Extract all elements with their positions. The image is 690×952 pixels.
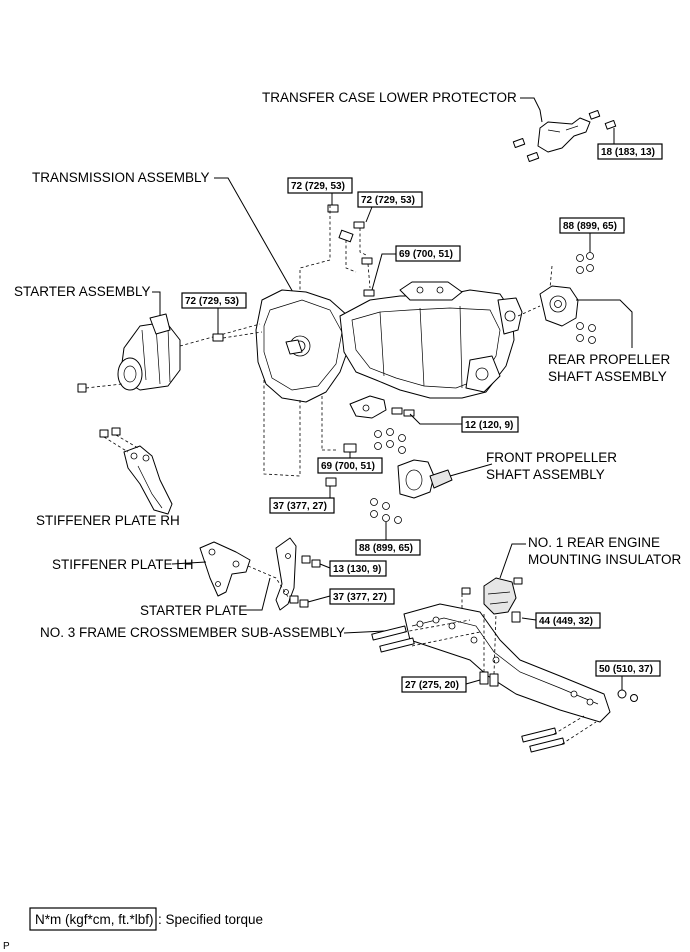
torque-44: 44 (449, 32) [521, 612, 601, 629]
front-propeller-label-2: SHAFT ASSEMBLY [486, 467, 605, 482]
torque-72-c: 72 (729, 53) [181, 292, 263, 342]
stiffener-plate-lh-label: STIFFENER PLATE LH [52, 557, 194, 572]
torque-69-a-text: 69 (700, 51) [399, 249, 453, 260]
starter-plate-drawing [247, 537, 321, 611]
transmission-bolts [299, 204, 375, 297]
no1-rear-engine-label-1: NO. 1 REAR ENGINE [528, 535, 660, 550]
torque-88-b-text: 88 (899, 65) [359, 543, 413, 554]
starter-assembly-drawing [77, 313, 261, 393]
torque-72-a: 72 (729, 53) [287, 177, 353, 205]
stiffener-plate-rh-label: STIFFENER PLATE RH [36, 513, 180, 528]
torque-88-b: 88 (899, 65) [355, 522, 421, 556]
torque-72-c-text: 72 (729, 53) [185, 296, 239, 307]
torque-37-b: 37 (377, 27) [307, 588, 395, 605]
torque-27-text: 27 (275, 20) [405, 680, 459, 691]
front-propeller-label-1: FRONT PROPELLER [486, 450, 617, 465]
legend-description-text: : Specified torque [158, 912, 263, 927]
torque-72-a-text: 72 (729, 53) [291, 181, 345, 192]
stiffener-plate-lh-drawing [199, 541, 251, 597]
mounting-insulator-drawing [461, 577, 523, 623]
torque-69-b-text: 69 (700, 51) [321, 461, 375, 472]
torque-18-text: 18 (183, 13) [601, 147, 655, 158]
transfer-case-lower-protector-drawing [512, 97, 617, 163]
torque-37-a-text: 37 (377, 27) [273, 501, 327, 512]
torque-legend: N*m (kgf*cm, ft.*lbf) : Specified torque [29, 907, 263, 931]
torque-50: 50 (510, 37) [595, 660, 661, 690]
rear-propeller-label-2: SHAFT ASSEMBLY [548, 369, 667, 384]
starter-plate-label: STARTER PLATE [140, 603, 247, 618]
no1-rear-engine-label-2: MOUNTING INSULATOR [528, 552, 682, 567]
rear-propeller-label-1: REAR PROPELLER [548, 352, 671, 367]
no3-frame-crossmember-label: NO. 3 FRAME CROSSMEMBER SUB-ASSEMBLY [40, 625, 345, 640]
transmission-assembly-drawing [255, 281, 523, 403]
front-propeller-drawing [370, 428, 493, 524]
torque-18: 18 (183, 13) [597, 128, 663, 160]
frame-crossmember-drawing [371, 594, 638, 753]
torque-88-a-text: 88 (899, 65) [563, 221, 617, 232]
transmission-assembly-label: TRANSMISSION ASSEMBLY [32, 170, 210, 185]
torque-50-text: 50 (510, 37) [599, 664, 653, 675]
torque-69-b: 69 (700, 51) [317, 452, 383, 474]
torque-69-a: 69 (700, 51) [371, 245, 461, 291]
torque-12-text: 12 (120, 9) [465, 420, 513, 431]
legend-unit-text: N*m (kgf*cm, ft.*lbf) [35, 912, 154, 927]
torque-72-b-text: 72 (729, 53) [361, 195, 415, 206]
page-code: P [3, 941, 10, 952]
rear-propeller-drawing [517, 252, 633, 348]
transfer-case-lower-protector-label: TRANSFER CASE LOWER PROTECTOR [262, 90, 517, 105]
torque-13-text: 13 (130, 9) [333, 564, 381, 575]
torque-88-a: 88 (899, 65) [559, 217, 625, 252]
torque-44-text: 44 (449, 32) [539, 616, 593, 627]
torque-37-b-text: 37 (377, 27) [333, 592, 387, 603]
torque-13: 13 (130, 9) [319, 560, 387, 577]
torque-37-a: 37 (377, 27) [269, 486, 335, 514]
lower-fasteners [263, 380, 415, 494]
starter-assembly-label: STARTER ASSEMBLY [14, 284, 151, 299]
torque-27: 27 (275, 20) [401, 676, 481, 693]
torque-72-b: 72 (729, 53) [357, 191, 423, 223]
stiffener-plate-rh-drawing [99, 427, 173, 515]
torque-12: 12 (120, 9) [409, 413, 519, 433]
